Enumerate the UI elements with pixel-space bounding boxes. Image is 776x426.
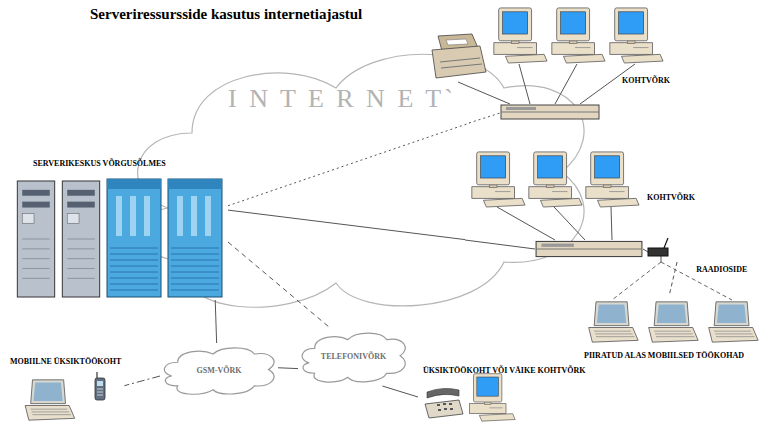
group-label: KOHTVÕRK [647,193,695,203]
watermark: I N T E R N E T` [228,84,456,114]
single-workstation: ÜKSIKTÖÖKOHT VÕI VÄIKE KOHTVÕRK [418,364,593,424]
wire [469,113,500,123]
server-center: SERVERIKESKUS VÕRGUSÕLMES [15,155,228,300]
workstation [610,8,663,63]
workstation [469,374,515,422]
server-rack [107,179,161,297]
group-label: SERVERIKESKUS VÕRGUSÕLMES [33,159,166,169]
connector [382,386,418,397]
dashed-connector [669,262,677,295]
workstation [494,8,547,63]
cloud-path [138,54,584,307]
dashed-connector [124,376,160,386]
lan-group: KOHTVÕRK [425,5,673,123]
connector [228,210,465,240]
network-label: TELEFONIVÕRK [298,352,409,362]
diagram-title: Serveriressursside kasutus internetiajas… [90,5,362,23]
workstation [552,8,605,63]
lan-wires [465,207,661,262]
server-tower [62,181,99,297]
laptop [709,302,759,342]
cloud-outline [120,28,600,328]
laptop [649,302,699,342]
gsm-cloud: GSM-VÕRK [160,343,278,398]
group-label: ÜKSIKTÖÖKOHT VÕI VÄIKE KOHTVÕRK [423,366,585,376]
printer [432,34,486,78]
connector [278,367,298,369]
workstation [586,152,639,207]
phone-network-cloud: TELEFONIVÕRK [298,328,409,386]
internet-cloud: I N T E R N E T`SERVERIKESKUS VÕRGUSÕLME… [120,28,600,328]
mobile-phone [95,372,105,400]
antenna [664,238,668,248]
hub [536,241,642,256]
dashed-connector [228,123,470,206]
lan-group: KOHTVÕRK [465,150,698,262]
dashed-connector [228,242,330,328]
desk-phone [425,388,463,418]
edge-label: RAADIOSIDE [695,265,748,275]
radio-modem [648,248,668,256]
network-label: GSM-VÕRK [160,366,278,376]
server-tower [17,181,54,297]
group-label: KOHTVÕRK [622,76,670,86]
group-label: PIIRATUD ALAS MOBIILSED TÖÖKOHAD [584,351,744,361]
hub [501,105,599,119]
connector [215,300,216,343]
workstation [529,152,582,207]
group-label: MOBIILNE ÜKSIKTÖÖKOHT [10,357,121,367]
laptop [25,380,75,420]
server-rack [168,179,222,297]
workstation [472,152,525,207]
mobile-workplaces: PIIRATUD ALAS MOBIILSED TÖÖKOHAD [580,295,770,370]
laptop [589,302,639,342]
mobile-workstation: MOBIILNE ÜKSIKTÖÖKOHT [8,356,124,422]
